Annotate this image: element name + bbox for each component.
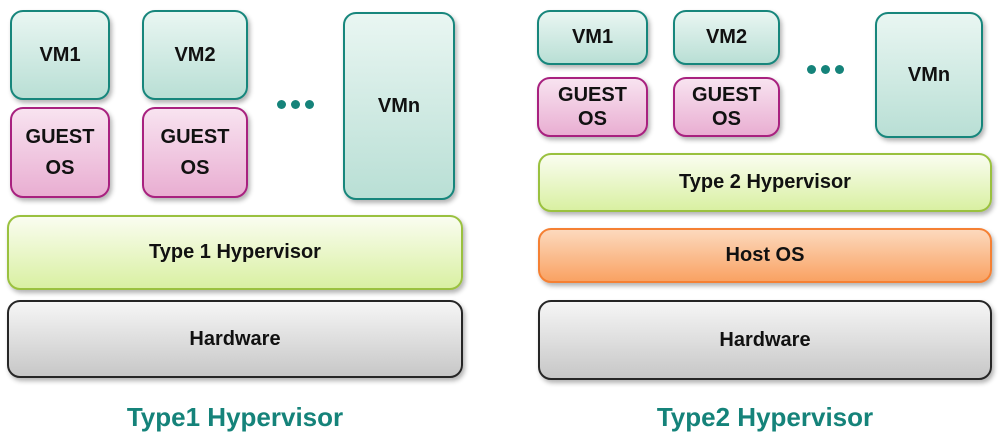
left-guest-os-2-label: GUEST OS [160,125,230,179]
type2-hypervisor-label: Type 2 Hypervisor [679,171,851,193]
left-vm2-label: VM2 [174,43,216,66]
dot [277,100,286,109]
host-os-label: Host OS [725,244,805,266]
dot [291,100,300,109]
right-vmn-box: VMn [875,12,983,138]
left-guest-os-1-label: GUEST OS [25,125,95,179]
left-hardware-box: Hardware [7,300,463,378]
dot [305,100,314,109]
left-guest-os-2-box: GUEST OS [142,107,248,198]
left-vm2-box: VM2 [142,10,248,100]
right-hardware-label: Hardware [719,328,811,351]
type1-caption: Type1 Hypervisor [126,402,344,432]
type1-hypervisor-label: Type 1 Hypervisor [149,241,321,263]
left-guest-os-1-box: GUEST OS [10,107,110,198]
right-vm1-label: VM1 [571,26,614,48]
left-hardware-label: Hardware [189,327,281,350]
right-hardware-box: Hardware [538,300,992,380]
left-vm1-box: VM1 [10,10,110,100]
left-ellipsis-icon [277,100,314,109]
right-guest-os-1-box: GUEST OS [537,77,648,137]
right-guest-os-2-label: GUEST OS [692,84,761,130]
right-ellipsis-icon [807,65,844,74]
left-vm1-label: VM1 [39,43,81,66]
left-vmn-box: VMn [343,12,455,200]
type2-hypervisor-box: Type 2 Hypervisor [538,153,992,212]
right-vm2-label: VM2 [705,26,748,48]
left-vmn-label: VMn [377,94,421,117]
dot [807,65,816,74]
right-guest-os-1-label: GUEST OS [558,84,627,130]
right-vm1-box: VM1 [537,10,648,65]
dot [835,65,844,74]
host-os-box: Host OS [538,228,992,283]
right-vmn-label: VMn [907,63,951,86]
right-guest-os-2-box: GUEST OS [673,77,780,137]
dot [821,65,830,74]
type1-hypervisor-box: Type 1 Hypervisor [7,215,463,290]
type2-caption: Type2 Hypervisor [656,402,874,432]
right-vm2-box: VM2 [673,10,780,65]
